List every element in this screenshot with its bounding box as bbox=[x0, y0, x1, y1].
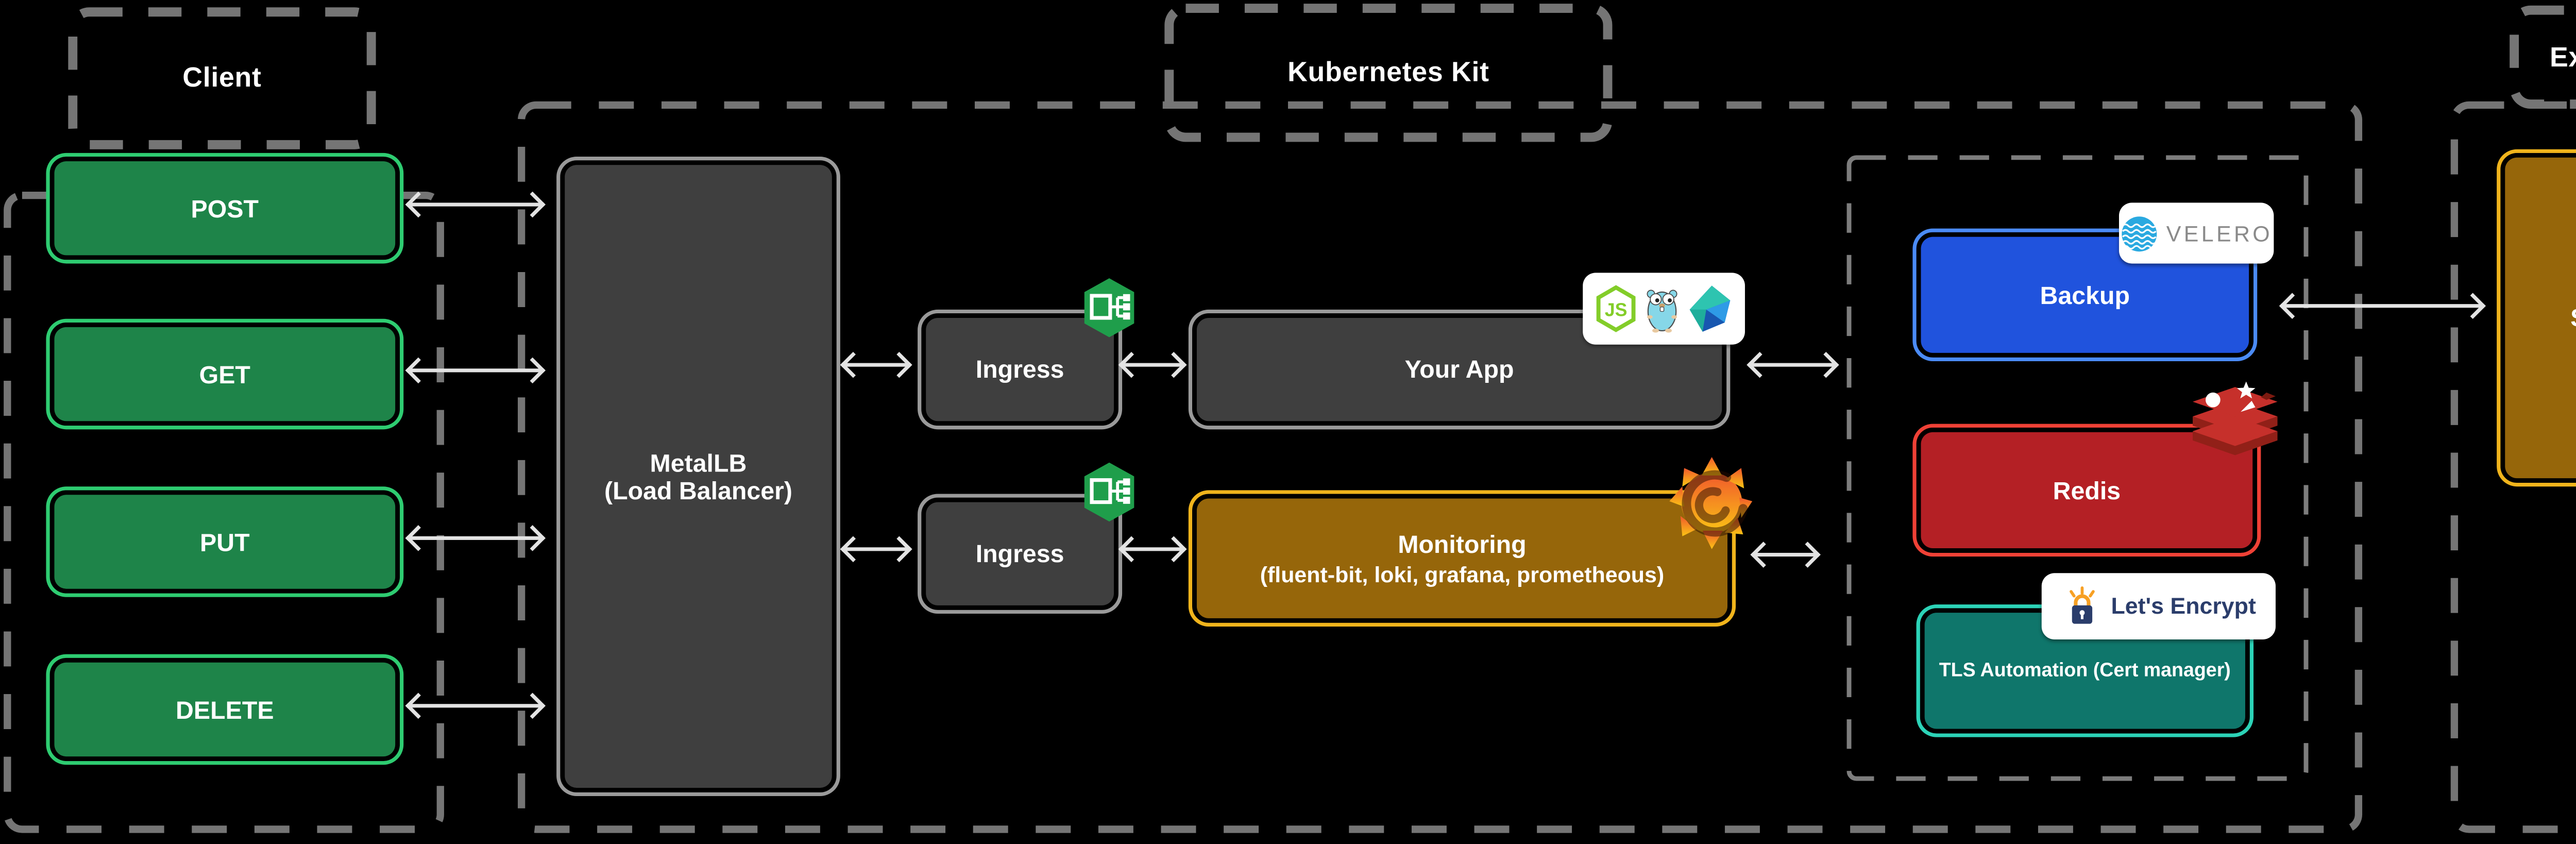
go-gopher-icon bbox=[1647, 289, 1677, 332]
arrow-your-app-services bbox=[1750, 363, 1836, 367]
http-delete-label: DELETE bbox=[176, 696, 274, 723]
arrow-metallb-ingress-bottom bbox=[844, 547, 909, 551]
ingress-top-label: Ingress bbox=[975, 356, 1064, 383]
arrow-get-metallb bbox=[409, 368, 542, 373]
lets-encrypt-badge: Let's Encrypt bbox=[2041, 573, 2276, 640]
your-app-label: Your App bbox=[1404, 356, 1514, 383]
arrow-post-metallb bbox=[409, 202, 542, 207]
http-delete-box: DELETE bbox=[46, 654, 404, 765]
http-post-label: POST bbox=[191, 194, 259, 222]
kubernetes-ingress-icon bbox=[1084, 462, 1134, 522]
arrow-metallb-ingress-top bbox=[844, 363, 909, 367]
gem-icon bbox=[1689, 284, 1731, 331]
tls-automation-label: TLS Automation (Cert manager) bbox=[1939, 660, 2231, 682]
http-put-label: PUT bbox=[200, 528, 250, 556]
velero-waves-icon bbox=[2121, 215, 2157, 251]
arrow-ingress-your-app bbox=[1122, 363, 1183, 367]
grafana-icon bbox=[1669, 457, 1753, 549]
http-get-box: GET bbox=[46, 318, 404, 430]
ingress-bottom-box: Ingress bbox=[918, 462, 1134, 614]
metallb-box: MetalLB (Load Balancer) bbox=[556, 157, 840, 797]
arrow-ingress-monitoring bbox=[1122, 547, 1183, 551]
redis-label: Redis bbox=[2053, 476, 2121, 504]
http-put-box: PUT bbox=[46, 486, 404, 597]
velero-badge-label: VELERO bbox=[2166, 220, 2273, 246]
monitoring-box: Monitoring (fluent-bit, loki, grafana, p… bbox=[1188, 490, 1736, 627]
velero-badge: VELERO bbox=[2119, 202, 2274, 264]
monitoring-label-line2: (fluent-bit, loki, grafana, prometheous) bbox=[1260, 561, 1665, 587]
kubernetes-ingress-icon bbox=[1084, 278, 1134, 337]
nodejs-icon: JS bbox=[1596, 285, 1636, 332]
http-post-box: POST bbox=[46, 153, 404, 264]
svg-text:JS: JS bbox=[1605, 299, 1628, 320]
redis-box: Redis bbox=[1912, 424, 2261, 557]
app-runtimes-badge: JS bbox=[1583, 273, 1745, 345]
lets-encrypt-padlock-icon bbox=[2069, 586, 2094, 624]
http-get-label: GET bbox=[199, 360, 250, 388]
client-section-title: Client bbox=[182, 62, 262, 94]
backup-label: Backup bbox=[2040, 281, 2130, 309]
arrow-put-metallb bbox=[409, 536, 542, 540]
arrow-backup-storage bbox=[2283, 304, 2482, 308]
ingress-top-box: Ingress bbox=[918, 278, 1134, 430]
monitoring-label-line1: Monitoring bbox=[1398, 530, 1527, 558]
lets-encrypt-badge-label: Let's Encrypt bbox=[2111, 593, 2256, 619]
ingress-bottom-label: Ingress bbox=[975, 539, 1064, 568]
external-services-section-title: External Services bbox=[2549, 41, 2576, 73]
storage-box: Storage (AWS S3) bbox=[2497, 149, 2576, 487]
arrow-delete-metallb bbox=[409, 704, 542, 708]
metallb-label-line1: MetalLB bbox=[650, 448, 747, 477]
arrow-monitoring-services bbox=[1754, 552, 1817, 557]
storage-label: Storage (AWS S3) bbox=[2570, 304, 2576, 332]
kubernetes-kit-section-title: Kubernetes Kit bbox=[1287, 57, 1489, 89]
redis-stack-icon bbox=[2193, 381, 2278, 455]
metallb-label-line2: (Load Balancer) bbox=[604, 476, 792, 504]
